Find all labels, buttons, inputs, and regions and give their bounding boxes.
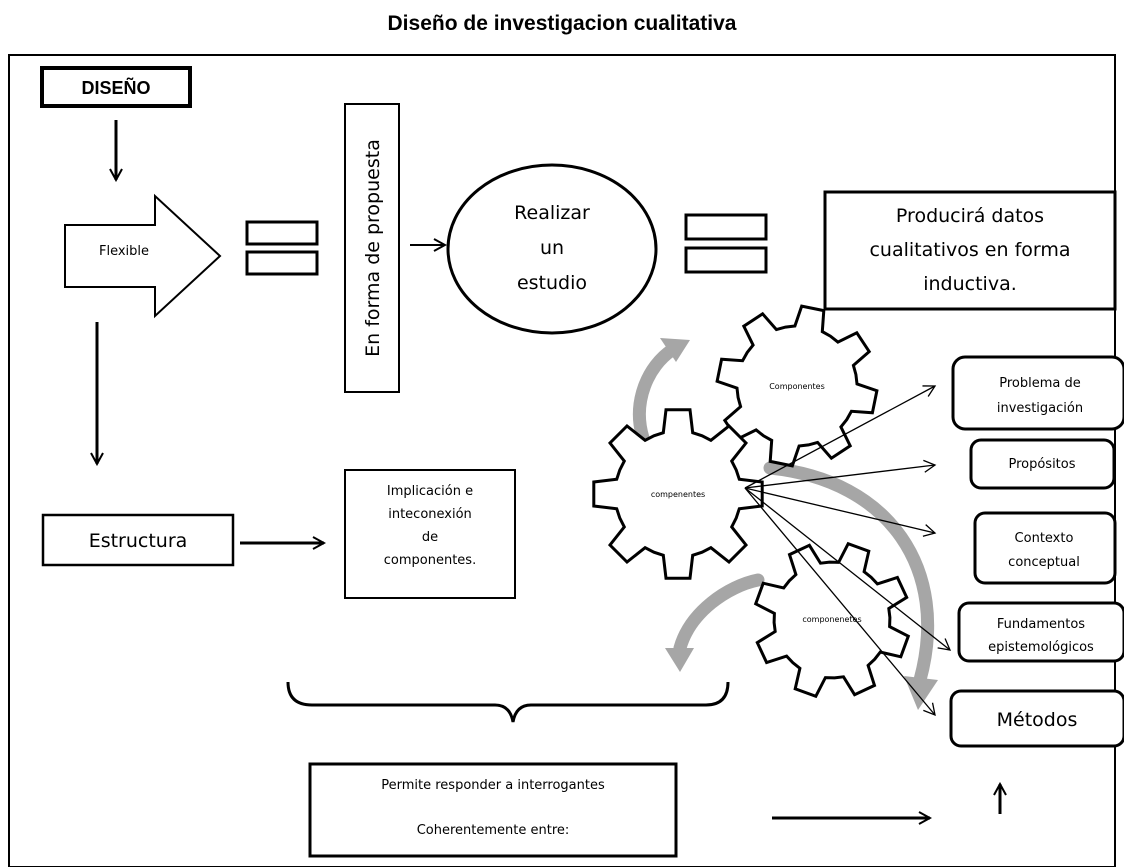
grouping-brace [286,681,730,723]
component-connector-arrows [744,385,952,717]
permite-line-2: Coherentemente entre: [417,823,570,838]
realizar-line-2: un [540,237,564,259]
gear-bottom: componenetes [753,541,911,699]
arrow-to-metodos [744,487,936,717]
metodos-label: Métodos [997,709,1078,731]
gray-arrow-lower-left [673,573,765,655]
implicacion-box: Implicación e inteconexión de componente… [344,469,516,599]
producira-line-2: cualitativos en forma [869,239,1070,261]
implicacion-line-1: Implicación e [387,484,473,499]
gear-top: Componentes [715,304,879,468]
producira-box: Producirá datos cualitativos en forma in… [823,190,1117,311]
fundamentos-box: Fundamentos epistemológicos [957,601,1124,663]
gear-top-label: Componentes [769,382,825,391]
gear-middle: compenentes [592,408,764,580]
equals-sign-1 [245,220,319,276]
problema-line-2: investigación [997,401,1083,416]
propositos-box: Propósitos [969,438,1116,490]
diagram-title: Diseño de investigacion cualitativa [387,12,737,35]
gray-arrow-up-left [633,343,679,445]
estructura-box: Estructura [41,513,235,567]
implicacion-line-2: inteconexión [388,507,472,522]
gear-bottom-label: componenetes [802,615,861,624]
flexible-arrow-shape: Flexible [64,193,222,319]
realizar-line-1: Realizar [514,202,590,224]
permite-box: Permite responder a interrogantes Cohere… [308,762,678,858]
implicacion-line-4: componentes. [384,553,476,568]
propuesta-box: En forma de propuesta [344,103,400,393]
problema-box: Problema de investigación [951,355,1124,431]
producira-line-1: Producirá datos [896,205,1044,227]
arrow-to-problema [744,385,937,489]
gray-cycle-arrows [633,338,938,710]
propositos-label: Propósitos [1008,457,1075,472]
realizar-line-3: estudio [517,272,587,294]
arrow-to-contexto [744,487,937,537]
contexto-line-1: Contexto [1015,531,1074,546]
fundamentos-line-1: Fundamentos [997,617,1085,632]
arrow-to-fundamentos [744,487,952,651]
equals-sign-2 [684,213,768,274]
gray-arrow-right [763,461,935,687]
propuesta-label: En forma de propuesta [362,139,384,357]
flexible-label: Flexible [99,244,149,259]
gear-middle-label: compenentes [651,490,705,499]
problema-line-1: Problema de [999,376,1081,391]
diseno-box: DISEÑO [40,66,192,108]
contexto-box: Contexto conceptual [973,511,1117,585]
estructura-label: Estructura [89,530,188,552]
arrow-to-propositos [744,459,937,489]
realizar-estudio-ellipse: Realizar un estudio [446,163,658,335]
diseno-label: DISEÑO [81,77,150,98]
contexto-line-2: conceptual [1008,555,1080,570]
implicacion-line-3: de [422,530,438,545]
fundamentos-line-2: epistemológicos [988,640,1094,655]
producira-line-3: inductiva. [923,273,1017,295]
permite-line-1: Permite responder a interrogantes [381,778,605,793]
metodos-box: Métodos [949,689,1124,748]
